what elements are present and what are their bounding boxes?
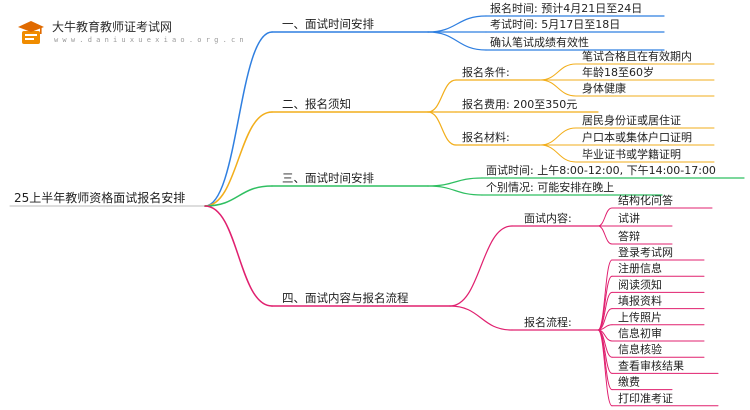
branch-2-leaf-connector [539,144,577,163]
branch-4-leaf: 注册信息 [618,261,662,275]
brand-logo: 大牛教育教师证考试网 w w w . d a n i u x u e x i a… [16,16,244,50]
branch-1-leaf-connector [427,31,487,51]
branch-1-leaf: 考试时间: 5月17日至18日 [490,18,620,31]
brand-url: w w w . d a n i u x u e x i a o . o r g … [54,36,244,44]
branch-4-leaf: 信息初审 [618,326,662,340]
branch-4-leaf-connector [597,207,613,227]
branch-2-group-label: 报名费用: 200至350元 [462,97,577,111]
graduation-cap-book-icon [18,21,44,44]
branch-connector-2 [204,111,273,207]
branch-connector-4 [204,205,273,307]
branch-4-leaf: 查看审核结果 [618,358,684,372]
branch-4-leaf: 缴费 [618,375,640,389]
branch-2-leaf: 身体健康 [582,81,626,95]
branch-4-group-connector [449,305,513,331]
branch-2-leaf: 年龄18至60岁 [582,65,654,79]
branch-2-group-connector [427,111,457,146]
branch-2-leaf: 户口本或集体户口证明 [582,130,692,144]
branch-4-leaf: 填报资料 [618,294,662,308]
branch-1-label: 一、面试时间安排 [282,17,374,31]
branch-2-leaf-connector [539,63,577,81]
branch-4-leaf: 信息核验 [618,342,662,356]
branch-4-group-connector [449,225,513,307]
branch-4-leaf-connector [597,275,613,331]
branch-4-leaf-connector [597,329,613,391]
branch-2-group-connector [427,79,457,113]
branch-2-label: 二、报名须知 [282,97,351,111]
branch-connector-1 [204,31,273,207]
branch-2-leaf: 居民身份证或居住证 [582,113,681,127]
branch-3-leaf: 个别情况: 可能安排在晚上 [486,180,614,194]
branch-4-leaf: 答辩 [618,229,640,243]
branch-4-leaf-connector [597,329,613,407]
branch-4-leaf: 试讲 [618,211,640,225]
branch-connector-3 [204,185,273,207]
branch-4-label: 四、面试内容与报名流程 [282,291,409,305]
branch-3-leaf: 面试时间: 上午8:00-12:00, 下午14:00-17:00 [486,164,716,177]
branch-2-leaf: 笔试合格且在有效期内 [582,49,692,63]
brand-name: 大牛教育教师证考试网 [52,20,173,34]
branch-2-group-label: 报名条件: [462,65,510,79]
branch-3-leaf-connector [427,185,483,196]
branch-1-leaf: 报名时间: 预计4月21日至24日 [490,1,642,15]
branch-1-leaf: 确认笔试成绩有效性 [490,35,589,49]
branch-4-leaf: 阅读须知 [618,277,662,291]
branch-4-leaf: 打印准考证 [618,391,673,405]
branch-2-leaf: 毕业证书或学籍证明 [582,147,681,161]
branch-2-group-label: 报名材料: [462,130,510,144]
branch-1-leaf-connector [427,15,487,33]
branch-3-leaf-connector [427,177,483,187]
branch-4-leaf: 结构化问答 [618,193,673,207]
branch-2-leaf-connector [539,127,577,146]
branch-4-group-label: 报名流程: [524,315,572,329]
branch-4-leaf: 登录考试网 [618,245,673,259]
branch-3-label: 三、面试时间安排 [282,171,374,185]
root-node-label: 25上半年教师资格面试报名安排 [14,190,185,205]
branch-4-group-label: 面试内容: [524,211,572,225]
branch-4-leaf: 上传照片 [618,311,662,324]
branch-4-leaf-connector [597,225,613,245]
branch-2-leaf-connector [539,79,577,97]
